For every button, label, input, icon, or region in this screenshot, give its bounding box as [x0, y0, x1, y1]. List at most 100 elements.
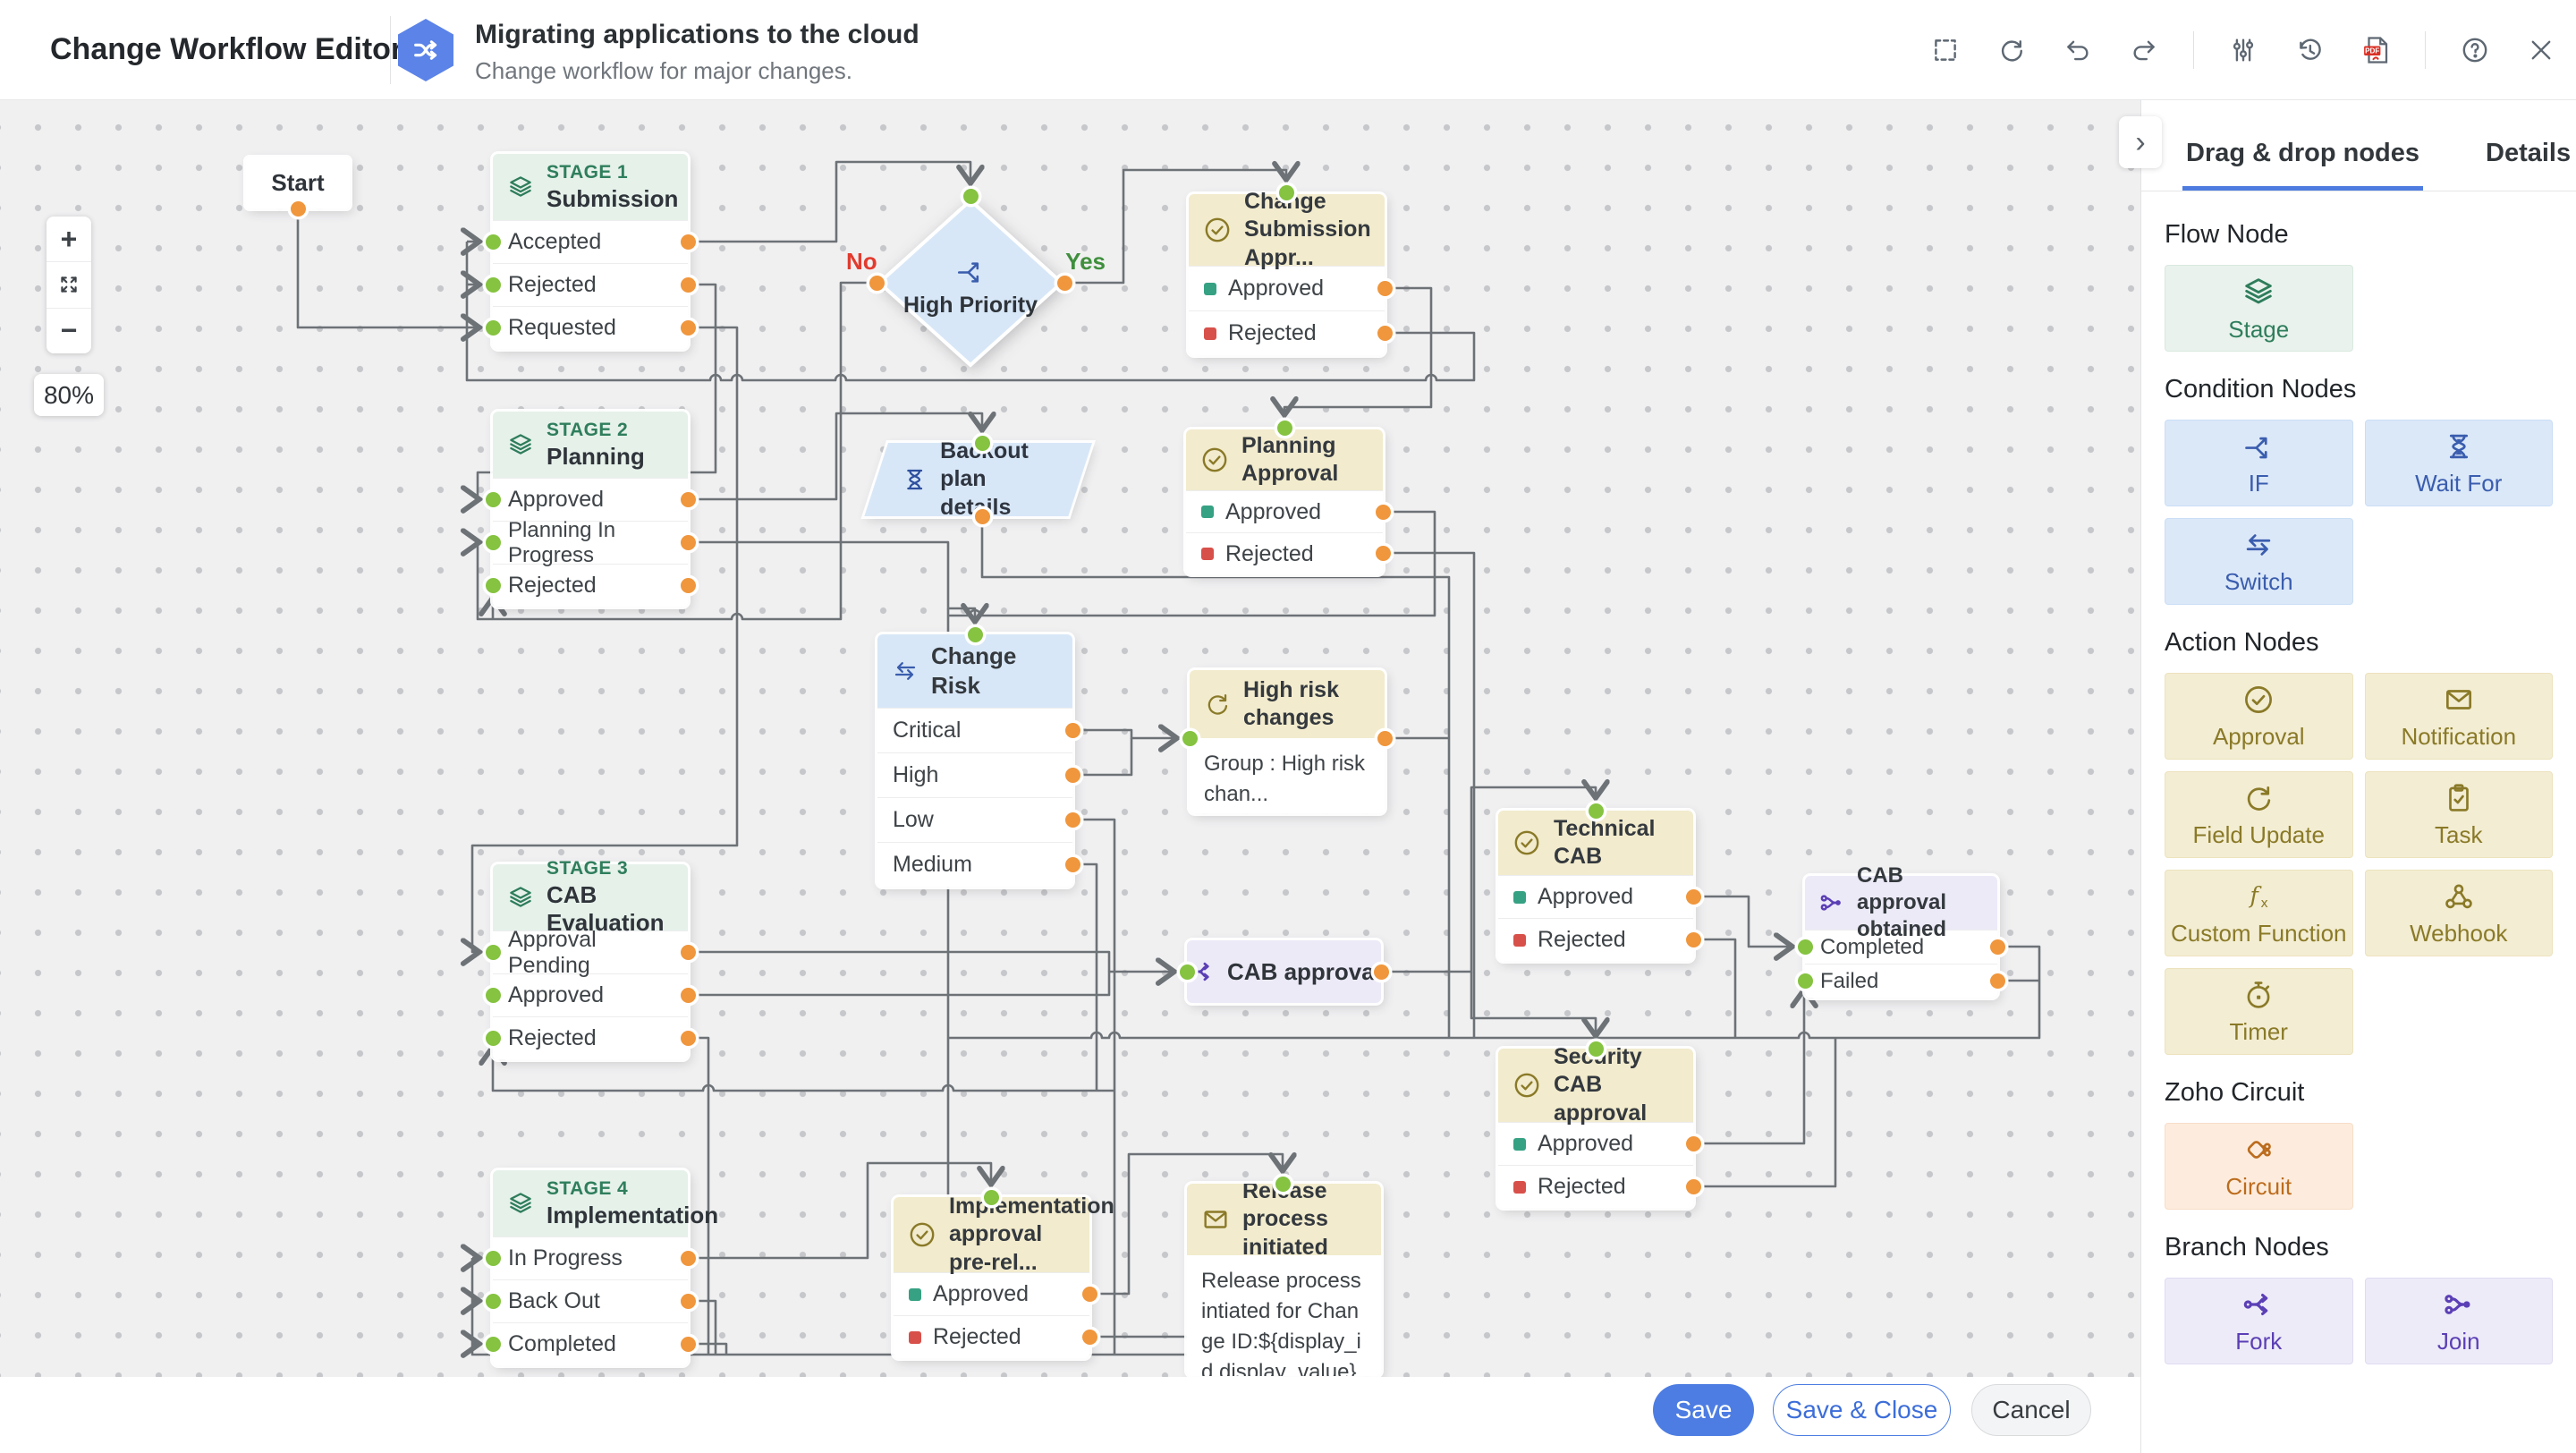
approval-row[interactable]: Rejected [1498, 918, 1693, 961]
input-port[interactable] [967, 626, 983, 642]
output-port[interactable] [1373, 964, 1389, 980]
export-pdf-button[interactable]: PDF [2359, 33, 2393, 67]
switch-row[interactable]: High [877, 752, 1072, 797]
approval-row[interactable]: Rejected [1186, 532, 1383, 574]
change-risk-switch-node[interactable]: Change Risk Critical High Low Medium [877, 634, 1072, 887]
output-port[interactable] [1081, 1286, 1097, 1302]
output-port[interactable] [680, 1336, 696, 1352]
approval-row[interactable]: Approved [1498, 875, 1693, 918]
palette-tile-webhook[interactable]: Webhook [2364, 870, 2553, 956]
palette-tile-join[interactable]: Join [2364, 1278, 2553, 1364]
output-port[interactable] [680, 1293, 696, 1309]
marquee-select-button[interactable] [1928, 33, 1962, 67]
output-port[interactable] [974, 508, 990, 524]
adjustments-button[interactable] [2226, 33, 2260, 67]
stage-row[interactable]: Completed [493, 1322, 688, 1365]
stage-row[interactable]: Back Out [493, 1279, 688, 1322]
palette-tile-field-update[interactable]: Field Update [2165, 771, 2353, 858]
input-port[interactable] [485, 234, 501, 250]
security-cab-approval-node[interactable]: Security CAB approval Approved Rejected [1498, 1044, 1693, 1208]
output-port[interactable] [1375, 545, 1391, 561]
input-port[interactable] [485, 1336, 501, 1352]
stage-row[interactable]: Rejected [493, 1016, 688, 1059]
output-port[interactable] [1377, 325, 1393, 341]
technical-cab-node[interactable]: Technical CAB Approved Rejected [1498, 811, 1693, 961]
palette-tile-circuit[interactable]: Circuit [2165, 1123, 2353, 1210]
input-port[interactable] [485, 577, 501, 593]
close-button[interactable] [2524, 33, 2558, 67]
stage-row[interactable]: In Progress [493, 1236, 688, 1279]
input-port[interactable] [485, 1293, 501, 1309]
approval-row[interactable]: Rejected [1189, 310, 1385, 355]
approval-row[interactable]: Approved [894, 1272, 1089, 1315]
cab-approval-fork-node[interactable]: CAB approval [1187, 940, 1381, 1003]
change-submission-approval-node[interactable]: Change Submission Appr... Approved Rejec… [1189, 189, 1385, 355]
input-port[interactable] [485, 491, 501, 507]
input-port[interactable] [485, 1030, 501, 1046]
input-port[interactable] [983, 1189, 999, 1205]
output-port[interactable] [290, 200, 306, 217]
start-node[interactable]: Start [246, 157, 350, 208]
output-port[interactable] [1685, 888, 1701, 905]
stage-row[interactable]: Approved [493, 478, 688, 521]
stage3-node[interactable]: STAGE 3 CAB Evaluation Approval Pending … [493, 858, 688, 1059]
stage-row[interactable]: Approval Pending [493, 927, 688, 978]
help-button[interactable] [2458, 33, 2492, 67]
palette-tile-switch[interactable]: Switch [2165, 518, 2353, 605]
output-port[interactable] [680, 1030, 696, 1046]
palette-tile-stage[interactable]: Stage [2165, 265, 2353, 352]
zoom-out-button[interactable]: − [47, 307, 91, 353]
palette-tile-approval[interactable]: Approval [2165, 673, 2353, 760]
output-port[interactable] [1685, 1135, 1701, 1151]
planning-approval-node[interactable]: Planning Approval Approved Rejected [1186, 429, 1383, 574]
save-button[interactable]: Save [1653, 1384, 1754, 1436]
switch-row[interactable]: Medium [877, 842, 1072, 887]
palette-tile-task[interactable]: Task [2364, 771, 2553, 858]
undo-button[interactable] [2061, 33, 2095, 67]
output-port[interactable] [1056, 275, 1072, 291]
input-port[interactable] [1588, 803, 1604, 819]
output-port[interactable] [1375, 504, 1391, 520]
output-port[interactable] [869, 275, 885, 291]
input-port[interactable] [1182, 730, 1198, 746]
stage-row[interactable]: Requested [493, 306, 688, 349]
output-port[interactable] [1064, 811, 1080, 828]
tab-details[interactable]: Details [2486, 139, 2572, 167]
high-priority-if-node[interactable]: High Priority No Yes [846, 198, 1106, 368]
stage-row[interactable]: Approved [493, 973, 688, 1016]
output-port[interactable] [680, 1250, 696, 1266]
palette-tile-wait-for[interactable]: Wait For [2364, 420, 2553, 506]
output-port[interactable] [1064, 722, 1080, 738]
input-port[interactable] [485, 319, 501, 336]
output-port[interactable] [680, 577, 696, 593]
output-port[interactable] [1064, 767, 1080, 783]
input-port[interactable] [485, 1250, 501, 1266]
input-port[interactable] [485, 987, 501, 1003]
approval-row[interactable]: Approved [1189, 266, 1385, 310]
output-port[interactable] [680, 319, 696, 336]
zoom-in-button[interactable]: + [60, 222, 78, 255]
output-port[interactable] [680, 276, 696, 293]
save-and-close-button[interactable]: Save & Close [1773, 1384, 1951, 1436]
high-risk-changes-node[interactable]: High risk changes Group : High risk chan… [1190, 670, 1385, 813]
palette-tile-notification[interactable]: Notification [2364, 673, 2553, 760]
palette-tile-timer[interactable]: Timer [2165, 968, 2353, 1055]
input-port[interactable] [1588, 1041, 1604, 1057]
palette-tile-if[interactable]: IF [2165, 420, 2353, 506]
stage1-node[interactable]: STAGE 1 Submission Accepted Rejected Req… [493, 154, 688, 349]
switch-row[interactable]: Critical [877, 708, 1072, 752]
output-port[interactable] [680, 491, 696, 507]
stage-row[interactable]: Accepted [493, 220, 688, 263]
stage-row[interactable]: Rejected [493, 564, 688, 607]
input-port[interactable] [1275, 1176, 1291, 1192]
cancel-button[interactable]: Cancel [1971, 1384, 2091, 1436]
approval-row[interactable]: Approved [1186, 490, 1383, 532]
redo-button[interactable] [2127, 33, 2161, 67]
output-port[interactable] [680, 534, 696, 550]
input-port[interactable] [974, 435, 990, 451]
cab-approval-obtained-join-node[interactable]: CAB approval obtained Completed Failed [1805, 863, 1997, 998]
stage-row[interactable]: Planning In Progress [493, 518, 688, 567]
input-port[interactable] [1797, 973, 1813, 989]
output-port[interactable] [1377, 730, 1393, 746]
output-port[interactable] [680, 944, 696, 960]
